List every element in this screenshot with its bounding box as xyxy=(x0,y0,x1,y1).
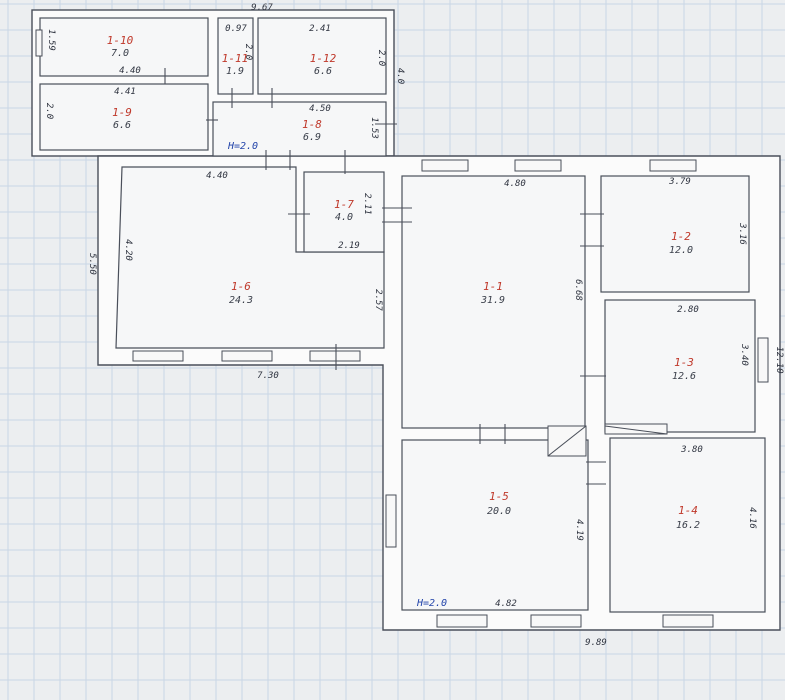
room-1-10-area: 7.0 xyxy=(111,48,129,59)
room-1-1-id: 1-1 xyxy=(483,280,503,293)
window xyxy=(514,159,562,172)
window xyxy=(385,494,397,548)
room-1-9-area: 6.6 xyxy=(113,120,131,131)
room-1-3 xyxy=(604,299,756,433)
room-1-1 xyxy=(401,175,586,429)
dim-r9-height: 2.0 xyxy=(44,103,54,119)
dim-r6-outer-left: 5.50 xyxy=(87,253,97,275)
window xyxy=(530,614,582,628)
height-labels: H=2.0 H=2.0 xyxy=(227,141,447,609)
room-1-9 xyxy=(39,83,209,151)
room-1-5-id: 1-5 xyxy=(489,490,509,503)
window xyxy=(662,614,714,628)
height-label-lower: H=2.0 xyxy=(416,598,447,609)
window xyxy=(132,350,184,362)
dim-r7-height: 2.11 xyxy=(362,193,372,215)
doorways xyxy=(164,68,668,485)
dim-r12-height: 2.0 xyxy=(376,50,386,66)
dim-annex-right: 4.0 xyxy=(395,68,405,84)
room-labels: 1-10 7.0 1-11 1.9 1-12 6.6 1-9 6.6 1-8 6… xyxy=(107,34,700,531)
dim-r6-right: 2.57 xyxy=(373,289,383,311)
room-1-11 xyxy=(217,17,254,95)
dim-r12-width: 2.41 xyxy=(309,24,331,34)
dim-right-total: 12.10 xyxy=(774,346,784,373)
window xyxy=(35,29,43,57)
room-1-3-area: 12.6 xyxy=(672,371,696,382)
room-1-8-id: 1-8 xyxy=(302,118,322,131)
door-swing xyxy=(604,425,668,435)
room-1-1-area: 31.9 xyxy=(480,295,505,306)
windows xyxy=(35,29,769,628)
room-1-6-id: 1-6 xyxy=(231,280,251,293)
dimension-labels: 9.67 1.59 4.40 0.97 2.0 2.41 2.0 4.0 4.4… xyxy=(44,3,784,648)
dim-r2-top: 3.79 xyxy=(668,177,691,187)
dim-bottom-total: 9.89 xyxy=(585,638,607,648)
room-1-4 xyxy=(609,437,766,613)
partition-door xyxy=(604,423,668,435)
window xyxy=(649,159,697,172)
room-1-8 xyxy=(212,101,387,157)
dim-r6-bottom: 7.30 xyxy=(257,371,279,381)
dim-r4-top: 3.80 xyxy=(680,445,703,455)
room-1-10 xyxy=(39,17,209,77)
room-1-5 xyxy=(401,439,589,611)
rooms xyxy=(39,17,766,613)
room-1-11-id: 1-11 xyxy=(222,52,249,65)
dim-r5-right: 4.19 xyxy=(574,519,584,541)
room-1-11-area: 1.9 xyxy=(226,66,244,77)
dim-r6-inner-left: 4.20 xyxy=(123,239,133,261)
room-1-2 xyxy=(600,175,750,293)
room-1-6-area: 24.3 xyxy=(229,295,253,306)
room-1-2-id: 1-2 xyxy=(671,230,691,243)
dim-r4-right: 4.16 xyxy=(747,507,757,529)
dim-r1-right: 6.68 xyxy=(573,279,583,301)
dim-r10-height: 1.59 xyxy=(46,29,56,51)
room-1-5-area: 20.0 xyxy=(487,506,511,517)
dim-r11-height: 2.0 xyxy=(243,44,253,60)
room-1-7-id: 1-7 xyxy=(334,198,354,211)
room-1-12 xyxy=(257,17,387,95)
room-1-7 xyxy=(303,171,385,253)
dim-r8-height: 1.53 xyxy=(369,117,379,139)
room-1-7-area: 4.0 xyxy=(335,212,353,223)
dim-r6-top: 4.40 xyxy=(206,171,228,181)
dim-top-total: 9.67 xyxy=(251,3,273,13)
window xyxy=(436,614,488,628)
dim-r11-width: 0.97 xyxy=(225,24,247,34)
dim-r3-top: 2.80 xyxy=(677,305,699,315)
room-1-9-id: 1-9 xyxy=(112,106,132,119)
room-1-3-id: 1-3 xyxy=(674,356,694,369)
window xyxy=(421,159,469,172)
dim-r9-width: 4.41 xyxy=(114,87,136,97)
room-1-4-id: 1-4 xyxy=(678,504,698,517)
room-1-2-area: 12.0 xyxy=(669,245,693,256)
dim-r10-width: 4.40 xyxy=(119,66,141,76)
dim-r5-bottom: 4.82 xyxy=(495,599,517,609)
room-1-8-area: 6.9 xyxy=(303,132,321,143)
door-swing xyxy=(547,425,587,457)
dim-r7-width: 2.19 xyxy=(338,241,360,251)
dim-r1-top: 4.80 xyxy=(504,179,526,189)
window xyxy=(221,350,273,362)
window xyxy=(309,350,361,362)
dim-r8-width: 4.50 xyxy=(309,104,331,114)
room-1-10-id: 1-10 xyxy=(107,34,134,47)
dim-r3-right: 3.40 xyxy=(739,343,749,366)
room-1-12-area: 6.6 xyxy=(314,66,332,77)
window xyxy=(757,337,769,383)
room-1-4-area: 16.2 xyxy=(676,520,700,531)
room-1-12-id: 1-12 xyxy=(310,52,337,65)
height-label-upper: H=2.0 xyxy=(227,141,258,152)
dim-r2-right: 3.16 xyxy=(737,222,747,245)
